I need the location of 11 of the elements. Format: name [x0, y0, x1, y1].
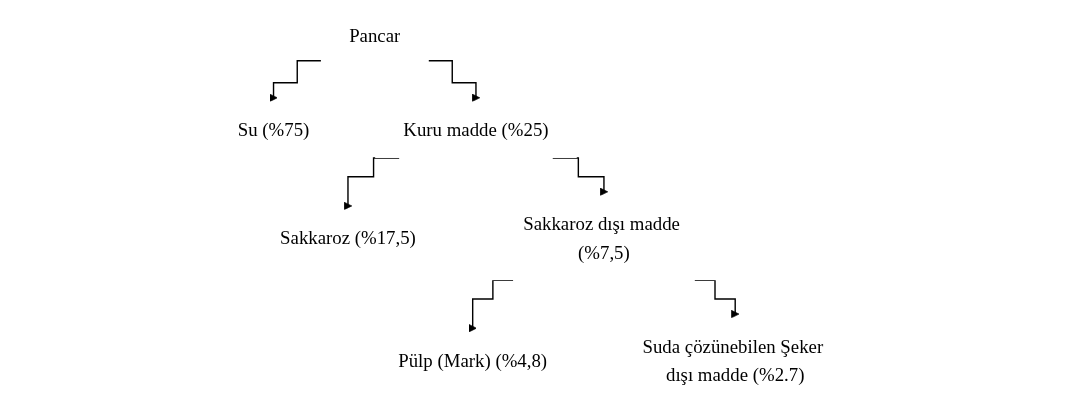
node-text: Suda çözünebilen Şeker dışı madde (%2.7) — [641, 335, 823, 385]
node-text: Su (%75) — [237, 119, 309, 141]
node-text: Sakkaroz dışı madde (%7,5) — [522, 213, 680, 263]
arrow — [268, 60, 322, 102]
node-text: Pancar — [348, 25, 400, 47]
arrow — [427, 60, 480, 102]
arrow — [551, 157, 608, 196]
node-text: Kuru madde (%25) — [402, 119, 549, 141]
arrow — [343, 157, 400, 211]
node-text: Sakkaroz (%17,5) — [279, 227, 416, 249]
node-text: Pülp (Mark) (%4,8) — [397, 349, 547, 371]
